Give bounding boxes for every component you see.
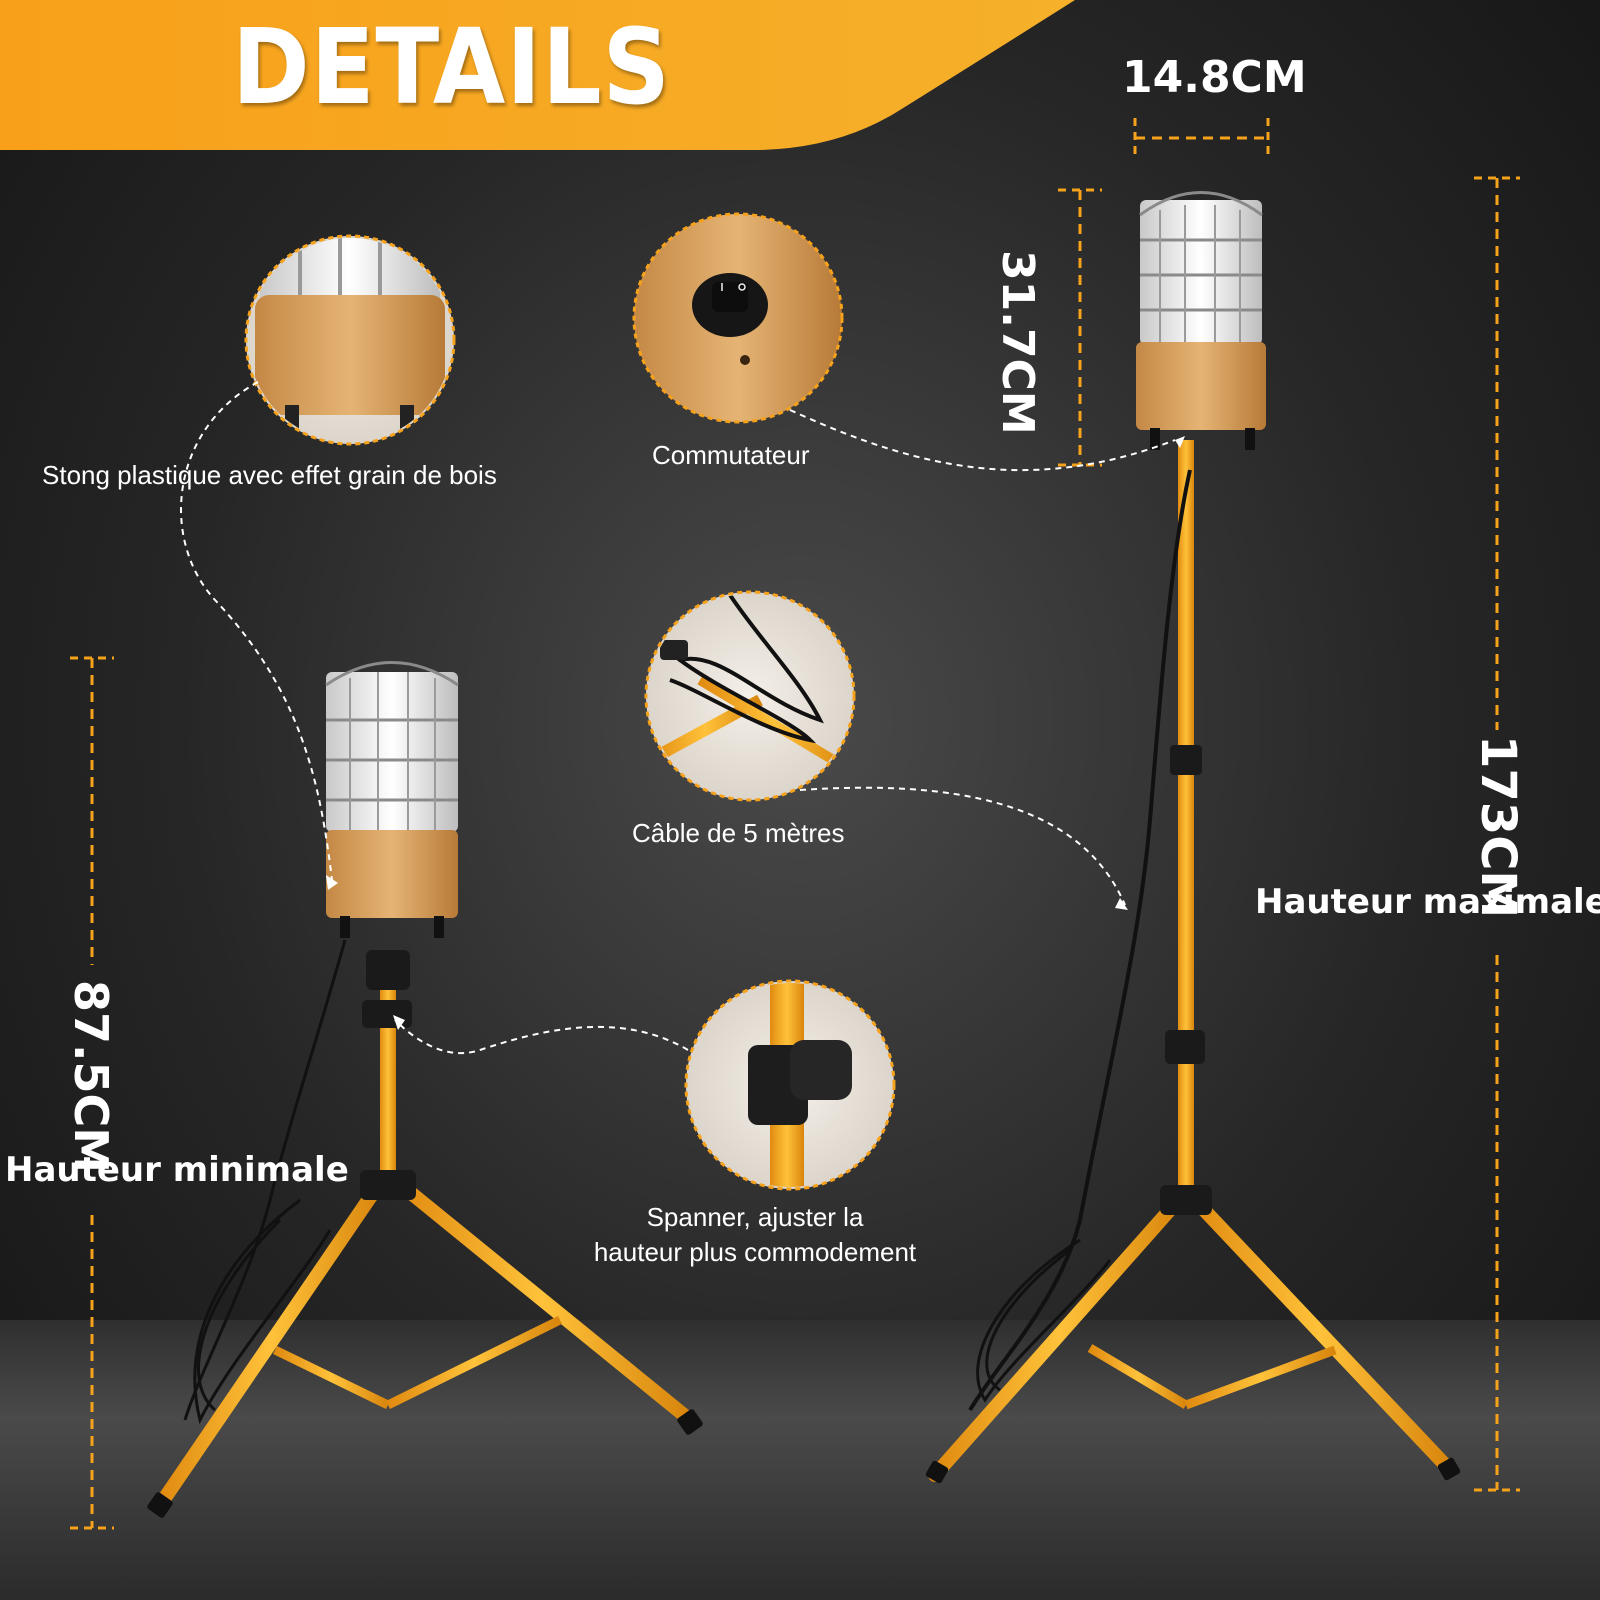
min-height-dimension: 87.5CM	[64, 980, 118, 1174]
max-height-dimension: 173CM	[1470, 735, 1526, 919]
callout-clamp	[684, 979, 896, 1191]
cable-icon	[648, 594, 852, 775]
clamp-icon	[748, 983, 852, 1187]
callout-connectors	[180, 381, 1176, 1055]
feature-label-clamp-line2: hauteur plus commodement	[593, 1237, 917, 1267]
tall-lamp	[925, 191, 1461, 1484]
dimension-lines	[70, 118, 1520, 1530]
width-dimension: 14.8CM	[1122, 52, 1307, 103]
max-height-label: Hauteur maximale	[1255, 882, 1600, 922]
switch-icon	[692, 273, 768, 337]
connector-arrows	[326, 436, 1185, 1030]
callout-wood-base	[244, 234, 456, 446]
min-height-label: Hauteur minimale	[5, 1150, 349, 1190]
feature-label-clamp-line1: Spanner, ajuster la	[646, 1202, 864, 1232]
callout-switch	[632, 212, 844, 424]
title-banner	[0, 0, 1075, 150]
short-lamp	[147, 661, 703, 1518]
callout-cable	[644, 590, 856, 802]
page-title: DETAILS	[232, 6, 671, 128]
floor-reflection	[0, 1320, 1600, 1600]
head-height-dimension: 31.7CM	[992, 250, 1043, 435]
feature-label-switch: Commutateur	[652, 440, 810, 470]
feature-label-wood-base: Stong plastique avec effet grain de bois	[42, 460, 497, 490]
feature-label-cable: Câble de 5 mètres	[632, 818, 845, 848]
